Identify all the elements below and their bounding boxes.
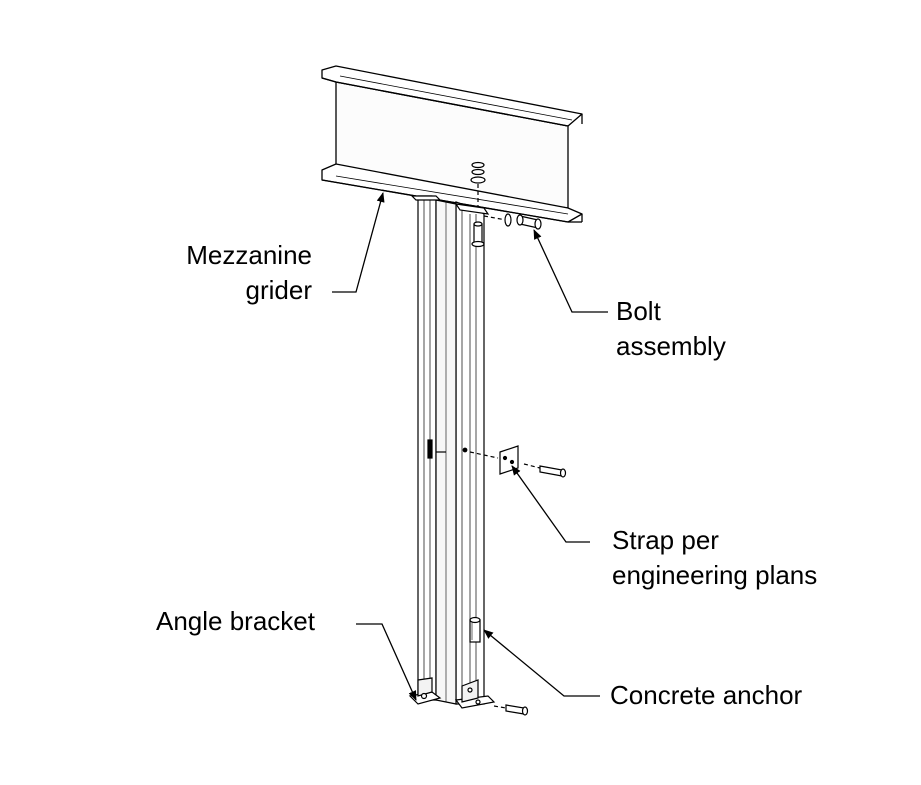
label-bolt-line1: Bolt [616, 296, 661, 326]
base-brackets [408, 677, 529, 716]
label-concrete-anchor: Concrete anchor [610, 680, 803, 710]
label-strap-line2: engineering plans [612, 560, 818, 590]
leader-bolt [533, 229, 608, 313]
leader-mezzanine [332, 192, 385, 293]
leader-lines [332, 192, 608, 701]
leader-strap [511, 465, 590, 543]
leader-concrete-anchor [483, 629, 600, 697]
label-mezzanine-line2: grider [245, 275, 312, 305]
label-angle-bracket: Angle bracket [156, 606, 315, 636]
bolt-assembly [470, 161, 542, 248]
label-mezzanine-line1: Mezzanine [186, 240, 312, 270]
label-strap-line1: Strap per [612, 525, 719, 555]
label-bolt-line2: assembly [616, 331, 726, 361]
mezzanine-girder [321, 65, 583, 223]
leader-angle-bracket [356, 623, 417, 701]
concrete-anchor [469, 616, 481, 643]
